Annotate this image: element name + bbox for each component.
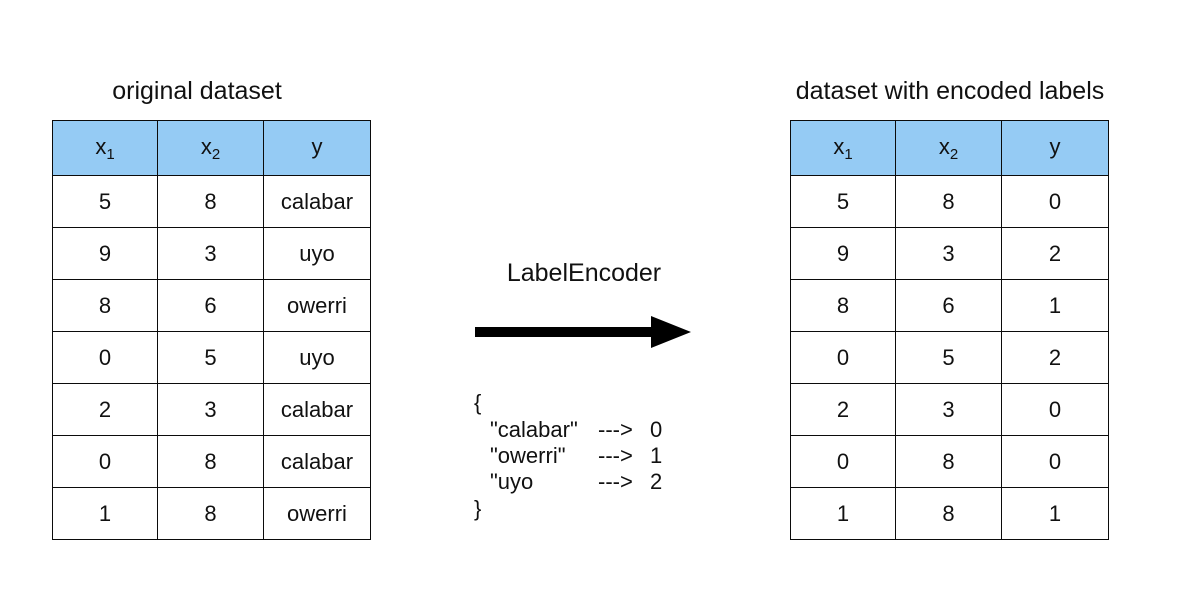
column-header-x2: x2 — [157, 120, 264, 176]
right-arrow-icon — [475, 316, 691, 348]
label-mapping-block: { "calabar" ---> 0 "owerri" ---> 1 "uyo ---> 2… — [474, 389, 662, 523]
table-cell-x2: 3 — [895, 227, 1002, 280]
mapping-arrow: ---> — [598, 443, 633, 468]
table-cell-y: owerri — [263, 279, 371, 332]
mapping-entry-calabar: "calabar" ---> 0 — [474, 417, 662, 443]
table-cell-x2: 6 — [895, 279, 1002, 332]
table-cell-y: 0 — [1001, 383, 1109, 436]
mapping-entry-uyo: "uyo ---> 2 — [474, 469, 662, 495]
table-cell-x1: 0 — [52, 435, 158, 488]
encoded-dataset-table-body: 5 8 0 9 3 2 8 6 1 0 5 2 2 3 0 0 8 0 — [790, 175, 1109, 540]
table-cell-x2: 5 — [895, 331, 1002, 384]
column-header-x2-base: x — [200, 134, 212, 159]
mapping-value: 1 — [650, 443, 663, 468]
table-cell-y: 1 — [1001, 279, 1109, 332]
table-cell-x2: 6 — [157, 279, 264, 332]
table-cell-x2: 8 — [895, 487, 1002, 540]
table-cell-x2: 3 — [157, 227, 264, 280]
column-header-y: y — [263, 120, 371, 176]
table-row: 0 5 uyo — [52, 331, 371, 384]
column-header-x1: x1 — [52, 120, 158, 176]
table-cell-x1: 9 — [790, 227, 896, 280]
mapping-arrow: ---> — [598, 469, 633, 494]
mapping-entry-owerri: "owerri" ---> 1 — [474, 443, 662, 469]
column-header-y-base: y — [1049, 134, 1061, 159]
label-encoder-label: LabelEncoder — [506, 259, 662, 287]
table-cell-y: owerri — [263, 487, 371, 540]
table-cell-y: 1 — [1001, 487, 1109, 540]
table-header-row: x1 x2 y — [52, 120, 371, 176]
table-row: 8 6 owerri — [52, 279, 371, 332]
mapping-key: "owerri" — [490, 443, 566, 468]
original-dataset-table-head: x1 x2 y — [52, 120, 371, 176]
table-row: 5 8 calabar — [52, 175, 371, 228]
table-cell-x2: 5 — [157, 331, 264, 384]
table-cell-x1: 1 — [790, 487, 896, 540]
table-cell-x1: 0 — [790, 331, 896, 384]
table-cell-y: 2 — [1001, 227, 1109, 280]
table-cell-x1: 0 — [790, 435, 896, 488]
column-header-x1-base: x — [95, 134, 107, 159]
column-header-x1-sub: 1 — [844, 146, 853, 163]
mapping-close-brace: } — [474, 496, 482, 521]
table-cell-y: calabar — [263, 435, 371, 488]
table-cell-y: uyo — [263, 227, 371, 280]
table-header-row: x1 x2 y — [790, 120, 1109, 176]
table-cell-x1: 2 — [52, 383, 158, 436]
mapping-key: "calabar" — [490, 417, 578, 442]
table-cell-x2: 3 — [895, 383, 1002, 436]
table-cell-x1: 0 — [52, 331, 158, 384]
original-dataset-table-body: 5 8 calabar 9 3 uyo 8 6 owerri 0 5 uyo 2… — [52, 175, 371, 540]
mapping-key: "uyo — [490, 469, 534, 494]
table-row: 1 8 1 — [790, 487, 1109, 540]
original-dataset-title: original dataset — [112, 77, 282, 105]
column-header-y: y — [1001, 120, 1109, 176]
encoded-dataset-table: x1 x2 y 5 8 0 9 3 2 8 6 1 0 5 2 2 3 0 — [790, 120, 1109, 540]
mapping-arrow: ---> — [598, 417, 633, 442]
column-header-x2-sub: 2 — [949, 146, 959, 163]
table-cell-x2: 8 — [895, 175, 1002, 228]
table-row: 9 3 uyo — [52, 227, 371, 280]
table-row: 1 8 owerri — [52, 487, 371, 540]
table-cell-x1: 8 — [52, 279, 158, 332]
table-cell-y: 0 — [1001, 175, 1109, 228]
encoded-dataset-title: dataset with encoded labels — [795, 77, 1105, 105]
encoded-dataset-table-head: x1 x2 y — [790, 120, 1109, 176]
table-cell-x2: 3 — [157, 383, 264, 436]
column-header-y-base: y — [311, 134, 323, 159]
table-cell-x1: 5 — [790, 175, 896, 228]
table-cell-x1: 1 — [52, 487, 158, 540]
table-row: 0 8 calabar — [52, 435, 371, 488]
table-cell-y: 2 — [1001, 331, 1109, 384]
table-cell-x1: 5 — [52, 175, 158, 228]
table-cell-x1: 8 — [790, 279, 896, 332]
mapping-value: 2 — [650, 469, 663, 494]
table-cell-x2: 8 — [157, 487, 264, 540]
table-row: 0 5 2 — [790, 331, 1109, 384]
table-row: 0 8 0 — [790, 435, 1109, 488]
column-header-x1: x1 — [790, 120, 896, 176]
table-cell-y: calabar — [263, 175, 371, 228]
table-cell-y: 0 — [1001, 435, 1109, 488]
table-cell-x2: 8 — [895, 435, 1002, 488]
column-header-x2-base: x — [938, 134, 950, 159]
table-row: 2 3 0 — [790, 383, 1109, 436]
table-row: 8 6 1 — [790, 279, 1109, 332]
column-header-x2: x2 — [895, 120, 1002, 176]
table-row: 2 3 calabar — [52, 383, 371, 436]
table-cell-x1: 2 — [790, 383, 896, 436]
column-header-x1-sub: 1 — [106, 146, 115, 163]
table-cell-y: uyo — [263, 331, 371, 384]
table-cell-x2: 8 — [157, 175, 264, 228]
original-dataset-table: x1 x2 y 5 8 calabar 9 3 uyo 8 6 owerri 0… — [52, 120, 371, 540]
mapping-value: 0 — [650, 417, 663, 442]
column-header-x2-sub: 2 — [211, 146, 221, 163]
table-cell-x1: 9 — [52, 227, 158, 280]
table-row: 9 3 2 — [790, 227, 1109, 280]
table-cell-x2: 8 — [157, 435, 264, 488]
mapping-open-brace: { — [474, 390, 482, 415]
column-header-x1-base: x — [833, 134, 845, 159]
table-cell-y: calabar — [263, 383, 371, 436]
table-row: 5 8 0 — [790, 175, 1109, 228]
